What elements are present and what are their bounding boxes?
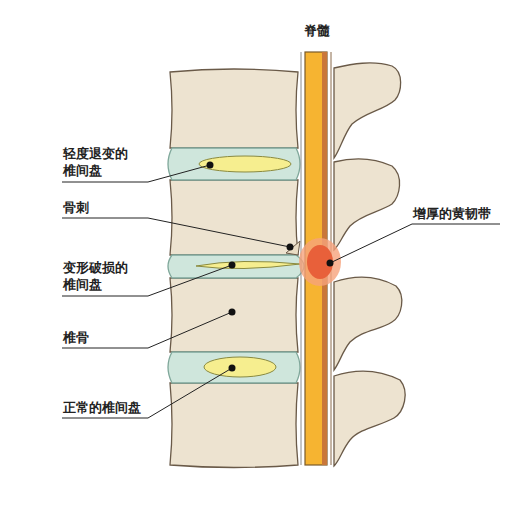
part-label: 椎骨 xyxy=(62,329,90,346)
intervertebral-disc xyxy=(168,148,304,383)
vertebral-arch xyxy=(334,63,405,466)
leader-line xyxy=(62,165,500,418)
ligament-glow xyxy=(299,238,341,286)
nucleus xyxy=(196,156,300,377)
ligamentum-flavum xyxy=(307,245,333,279)
part-label: 轻度退变的 椎间盘 xyxy=(62,145,130,179)
bone-spur xyxy=(286,241,300,255)
part-label: 变形破损的 椎间盘 xyxy=(62,259,130,293)
part-label: 增厚的黄韧带 xyxy=(412,205,492,222)
structure-label: 脊髓 xyxy=(303,22,331,39)
part-label: 骨刺 xyxy=(62,199,90,216)
leader-dot xyxy=(207,162,334,372)
part-label: 正常的椎间盘 xyxy=(62,399,142,416)
